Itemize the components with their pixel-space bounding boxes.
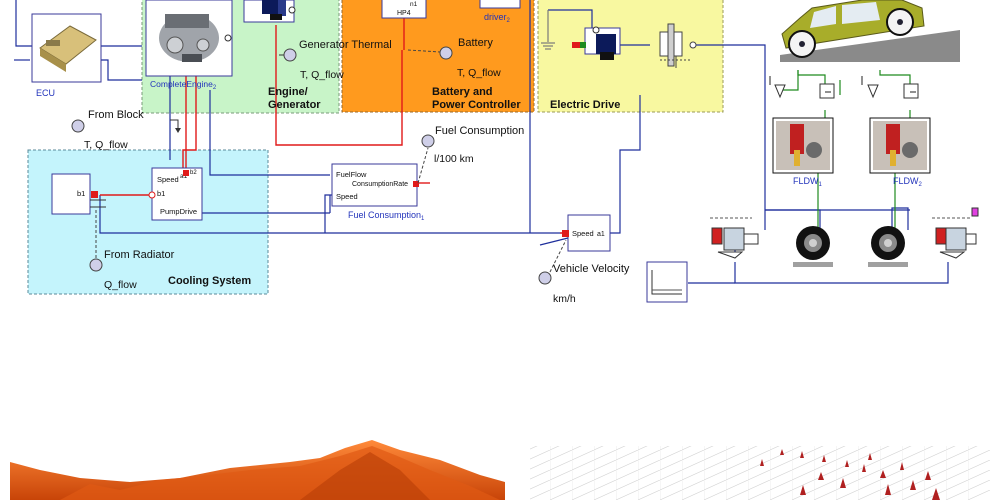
tire-rear[interactable] <box>868 226 908 267</box>
fldw-2-label: FLDW2 <box>893 176 923 188</box>
b1-block[interactable]: b1 <box>51 173 106 215</box>
mech-wires <box>780 70 911 232</box>
from-block-sensor[interactable]: From Block T, Q_flow <box>71 109 181 151</box>
battery-title-2: Power Controller <box>432 99 521 111</box>
generator-thermal-sensor[interactable]: Generator Thermal T, Q_flow <box>279 39 392 81</box>
ecu-block[interactable]: ECU <box>31 13 102 98</box>
from-radiator-label: From Radiator <box>104 249 175 261</box>
speed-port-label: Speed <box>572 229 594 238</box>
brake-right[interactable] <box>932 207 979 259</box>
fuel-consumption-block[interactable]: FuelFlow Speed ConsumptionRate Fuel Cons… <box>331 163 425 222</box>
vehicle-velocity-unit: km/h <box>553 293 576 305</box>
vehicle-velocity-label: Vehicle Velocity <box>553 263 630 275</box>
pump-b2-label: b2 <box>190 170 197 176</box>
suspension-sensors <box>769 76 919 99</box>
fuel-speed-port: Speed <box>336 192 358 201</box>
complete-engine-label: CompleteEngine2 <box>150 79 217 91</box>
complete-engine-block[interactable]: CompleteEngine2 <box>145 0 233 91</box>
hp4-label: HP4 <box>397 10 411 17</box>
consumption-rate-port: ConsumptionRate <box>352 181 408 188</box>
generator-thermal-unit: T, Q_flow <box>300 69 344 81</box>
ground-symbol <box>541 10 555 50</box>
battery-unit: T, Q_flow <box>457 67 501 79</box>
generator-thermal-label: Generator Thermal <box>299 39 392 51</box>
b1-block-label: b1 <box>77 189 85 198</box>
cooling-system-region <box>27 149 269 295</box>
heat-wires <box>100 0 570 234</box>
battery-label: Battery <box>458 37 493 49</box>
pump-speed-label: Speed <box>157 175 179 184</box>
terrain-3d-view <box>10 440 505 500</box>
from-block-unit: T, Q_flow <box>84 139 128 151</box>
electric-drive-region <box>537 0 724 113</box>
driver-label: driver2 <box>484 12 511 24</box>
electric-drive-title: Electric Drive <box>550 99 620 111</box>
cooling-system-title: Cooling System <box>168 275 251 287</box>
driver-block[interactable]: driver2 <box>479 0 521 24</box>
speed-sensor-block[interactable]: Speed a1 <box>562 214 611 252</box>
electric-motor-block[interactable] <box>572 26 621 60</box>
generator-block[interactable] <box>243 0 296 23</box>
ramp-source-block[interactable] <box>646 261 688 303</box>
engine-generator-title-1: Engine/ <box>268 86 308 98</box>
pump-b1-label: b1 <box>157 189 165 198</box>
from-block-label: From Block <box>88 109 144 121</box>
grid-3d-view <box>530 446 990 500</box>
power-converter-block[interactable]: HP4 n1 <box>381 0 427 19</box>
fuel-consumption-block-label: Fuel Consumption1 <box>348 210 425 222</box>
from-radiator-sensor[interactable]: From Radiator Q_flow <box>89 210 175 291</box>
suspension-fldw-1[interactable]: FLDW1 <box>772 117 834 188</box>
engine-generator-title-2: Generator <box>268 99 321 111</box>
battery-power-region <box>341 0 535 113</box>
tire-front[interactable] <box>793 226 833 267</box>
suspension-fldw-2[interactable]: FLDW2 <box>869 117 931 188</box>
vehicle-animation <box>780 0 960 62</box>
battery-sensor[interactable]: Battery T, Q_flow <box>407 37 501 79</box>
vehicle-velocity-sensor[interactable]: Vehicle Velocity km/h <box>538 239 630 305</box>
pump-drive-block[interactable]: Speed b1 a1 b2 PumpDrive <box>148 167 203 221</box>
speed-a1-label: a1 <box>597 231 605 238</box>
fuel-consumption-label: Fuel Consumption <box>435 125 524 137</box>
brake-left[interactable] <box>710 217 759 259</box>
pump-name-label: PumpDrive <box>160 207 197 216</box>
fuel-consumption-unit: l/100 km <box>434 153 474 165</box>
battery-title-1: Battery and <box>432 86 493 98</box>
fldw-1-label: FLDW1 <box>793 176 823 188</box>
from-radiator-unit: Q_flow <box>104 279 137 291</box>
pump-a1-label: a1 <box>180 173 188 180</box>
gearbox-block[interactable] <box>659 23 697 68</box>
ecu-label: ECU <box>36 88 55 98</box>
fuel-consumption-sensor[interactable]: Fuel Consumption l/100 km <box>417 125 524 184</box>
n1-label: n1 <box>410 1 418 8</box>
fuel-flow-port: FuelFlow <box>336 170 367 179</box>
